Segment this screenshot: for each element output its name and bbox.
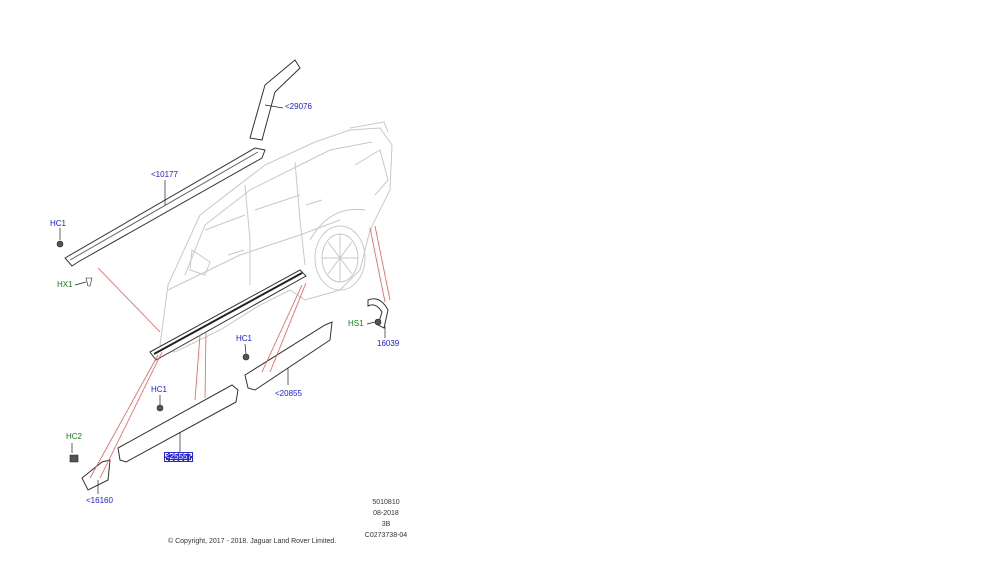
sill-strip <box>149 269 307 361</box>
leader-lines-red <box>89 225 391 479</box>
callout-16160[interactable]: <16160 <box>86 496 113 505</box>
info-line-4: C0273738-04 <box>364 532 408 539</box>
copyright-text: © Copyright, 2017 - 2018. Jaguar Land Ro… <box>168 538 337 545</box>
callout-hs1[interactable]: HS1 <box>348 319 364 328</box>
clips <box>56 240 382 463</box>
sill-upper-part <box>64 147 266 267</box>
roof-trim-part <box>249 59 301 141</box>
callout-hx1[interactable]: HX1 <box>57 280 73 289</box>
callout-hc1-top[interactable]: HC1 <box>50 219 67 228</box>
callout-hc1-low[interactable]: HC1 <box>151 385 168 394</box>
front-end-cap-part <box>81 459 111 491</box>
info-line-3: 3B <box>381 521 391 528</box>
vehicle-outline <box>159 121 393 353</box>
leader-lines-black <box>59 104 386 494</box>
callout-16039[interactable]: 16039 <box>377 339 400 348</box>
callout-29076[interactable]: <29076 <box>285 102 312 111</box>
callout-10177[interactable]: <10177 <box>151 170 178 179</box>
callout-20855[interactable]: <20855 <box>275 389 302 398</box>
front-door-moulding-part <box>117 384 239 463</box>
callout-25557-selected[interactable]: <25557 <box>164 452 193 462</box>
info-block: 5010810 08-2018 3B C0273738-04 <box>356 497 416 541</box>
rear-door-moulding-part <box>244 321 333 391</box>
info-line-2: 08-2018 <box>373 510 399 517</box>
callout-hc2[interactable]: HC2 <box>66 432 83 441</box>
callout-hc1-mid[interactable]: HC1 <box>236 334 253 343</box>
info-line-1: 5010810 <box>372 499 400 506</box>
